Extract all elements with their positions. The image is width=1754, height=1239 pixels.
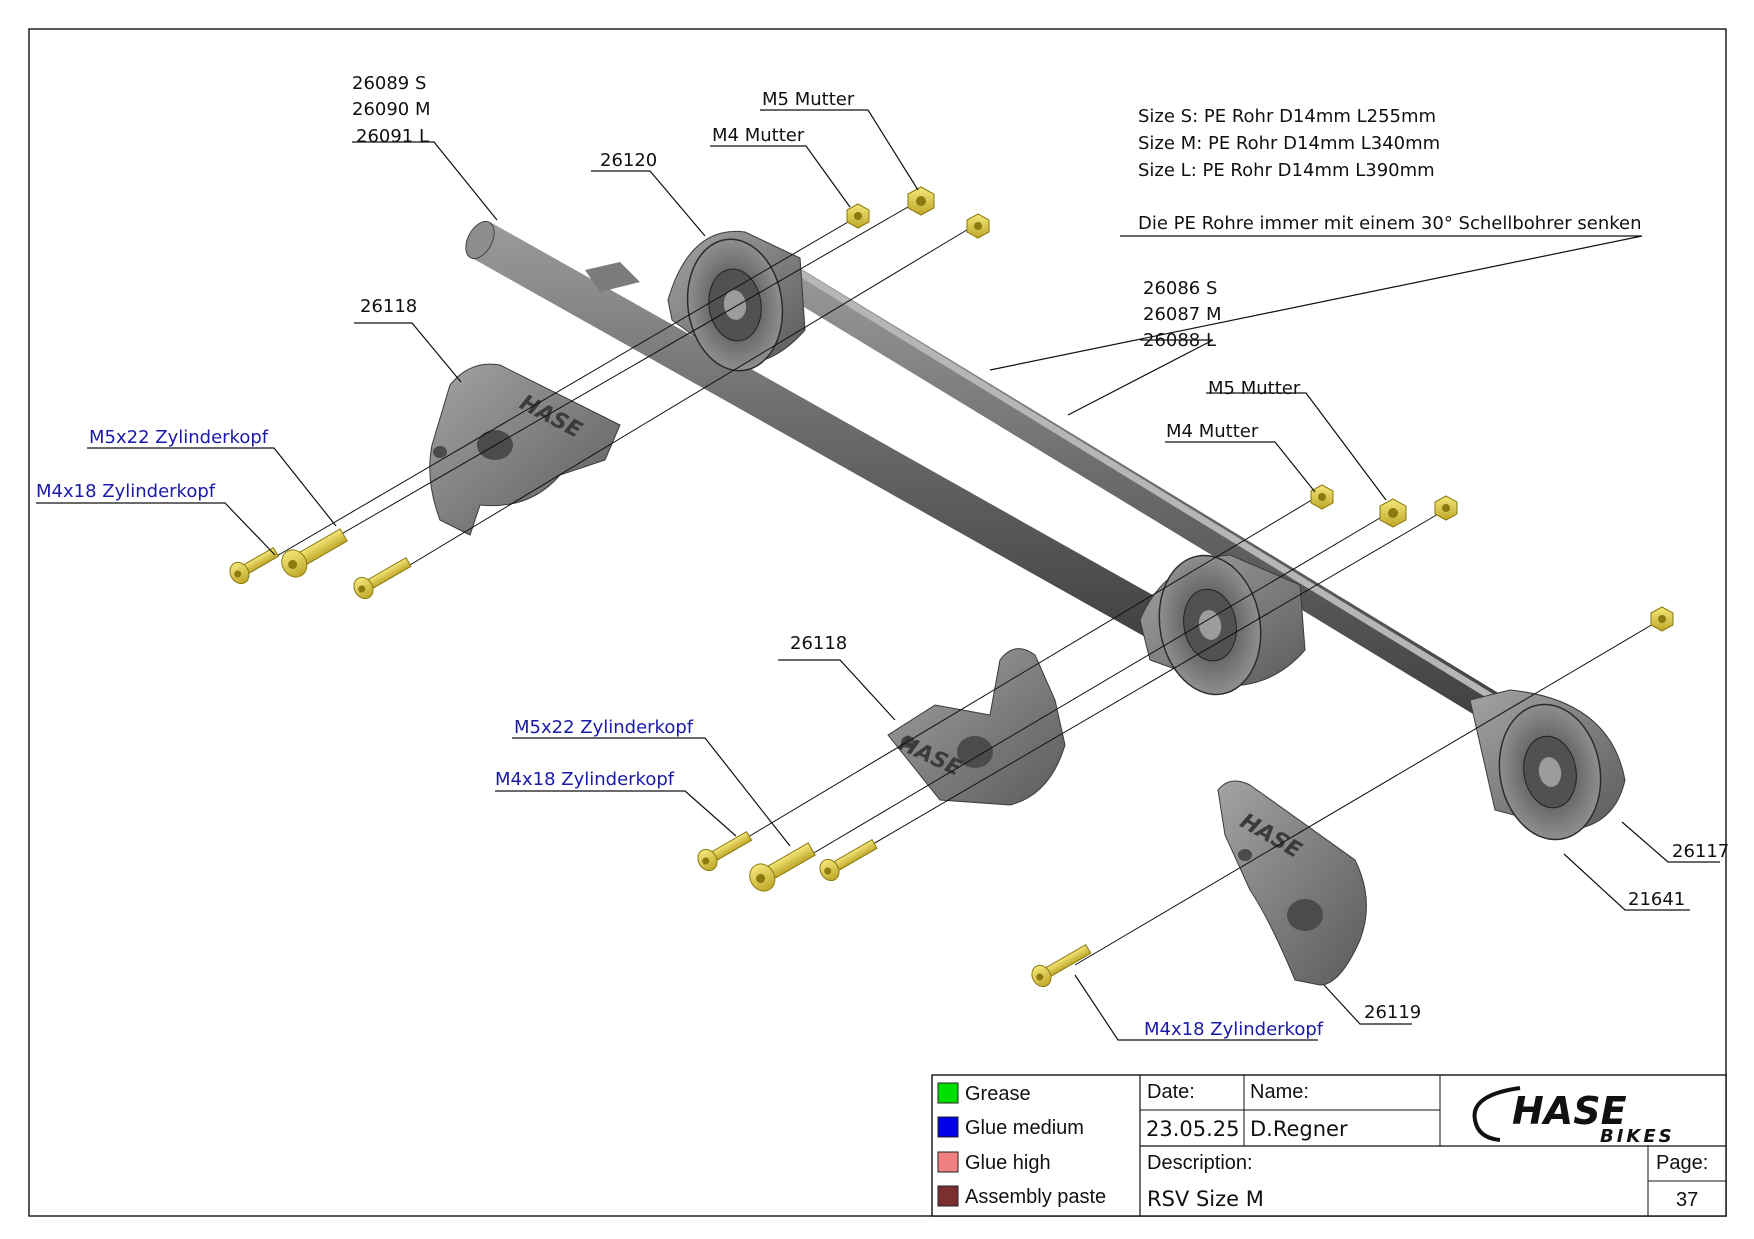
leader-lines [36,109,1720,1041]
plate-26119-part: HASE [1217,780,1367,986]
label-21641: 21641 [1628,889,1685,910]
screw-m5x22-left [281,528,348,578]
legend-swatch-glue-high [937,1151,959,1173]
legend: Grease Glue medium Glue high Assembly pa… [937,1082,1106,1208]
middle-pulley-assembly-part [1139,554,1306,696]
screw-m4x18-left-lower [353,556,412,600]
clamp-26118-upper-part: HASE [429,363,621,536]
description-label: Description: [1147,1152,1253,1174]
label-26119: 26119 [1364,1002,1421,1023]
legend-label-glue-medium: Glue medium [965,1117,1084,1139]
label-m4-mutter-right: M4 Mutter [1166,421,1259,442]
label-26091-l: 26091 L [356,126,429,147]
label-26118-upper: 26118 [360,296,417,317]
label-m5-mutter-right: M5 Mutter [1208,378,1301,399]
name-value: D.Regner [1250,1117,1348,1141]
page-label: Page: [1656,1152,1708,1174]
title-block [931,1074,1727,1217]
label-m4-mutter-top: M4 Mutter [712,125,805,146]
label-26117: 26117 [1672,841,1729,862]
upper-pulley-assembly-part [667,230,806,372]
legend-label-assembly-paste: Assembly paste [965,1186,1106,1208]
label-size-s: Size S: PE Rohr D14mm L255mm [1138,106,1436,127]
name-label: Name: [1250,1081,1309,1103]
nut-m5-top [907,186,935,216]
legend-swatch-assembly-paste [937,1185,959,1207]
label-26120: 26120 [600,150,657,171]
label-size-m: Size M: PE Rohr D14mm L340mm [1138,133,1440,154]
nut-m4-top [846,203,870,229]
label-26086-s: 26086 S [1143,278,1217,299]
label-note-pe-rohre: Die PE Rohre immer mit einem 30° Schellb… [1138,213,1642,234]
label-m4x18-bottom: M4x18 Zylinderkopf [1144,1019,1324,1040]
legend-swatch-grease [937,1082,959,1104]
description-value: RSV Size M [1147,1187,1264,1211]
nut-m4-right-extra [1434,495,1458,521]
drawing-frame [28,28,1727,1217]
right-pulley-assembly-part [1469,689,1626,841]
label-26118-middle: 26118 [790,633,847,654]
label-m5x22-left: M5x22 Zylinderkopf [89,427,269,448]
logo-text: HASE [1512,1089,1627,1133]
logo-subtext: BIKES [1600,1126,1675,1147]
screw-m4x18-left [229,546,280,585]
screw-m4x18-mid [697,830,753,872]
nut-m4-right [1310,484,1334,510]
right-rod-part [776,262,1510,728]
explosion-lines [257,199,1661,966]
nut-m4-top-extra [966,213,990,239]
hase-bikes-logo: HASE BIKES [1472,1086,1675,1147]
label-m4x18-mid: M4x18 Zylinderkopf [495,769,675,790]
date-value: 23.05.25 [1146,1117,1240,1141]
label-26089-s: 26089 S [352,73,426,94]
label-size-l: Size L: PE Rohr D14mm L390mm [1138,160,1435,181]
label-26088-l: 26088 L [1143,330,1216,351]
nut-m4-far-right [1650,606,1674,632]
left-rod-part [465,220,1190,652]
label-m5x22-mid: M5x22 Zylinderkopf [514,717,694,738]
label-26087-m: 26087 M [1143,304,1222,325]
legend-swatch-glue-medium [937,1116,959,1138]
date-label: Date: [1147,1081,1195,1103]
page-number: 37 [1676,1189,1698,1211]
clamp-26118-middle-part: HASE [887,648,1066,806]
screw-m4x18-mid-lower [819,838,878,882]
legend-label-glue-high: Glue high [965,1152,1051,1174]
label-m4x18-left: M4x18 Zylinderkopf [36,481,216,502]
screw-m4x18-bottom [1031,943,1092,988]
screw-m5x22-mid [749,842,816,892]
label-m5-mutter-top: M5 Mutter [762,89,855,110]
label-26090-m: 26090 M [352,99,431,120]
nut-m5-right [1379,498,1407,528]
legend-label-grease: Grease [965,1083,1031,1105]
